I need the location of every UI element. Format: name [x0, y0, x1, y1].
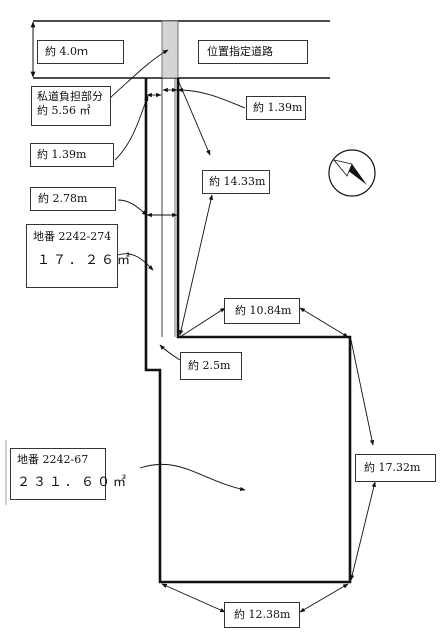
private-road-label: 私道負担部分 約 5.56 ㎡ [31, 86, 111, 126]
private-road-area: 約 5.56 ㎡ [37, 103, 91, 117]
dim-17-32-top [350, 339, 375, 446]
dim-10-84-label: 約 10.84m [224, 298, 300, 324]
parcel-274-lot: 地番 2242-274 [33, 230, 112, 243]
dim-14-33-line-b [178, 194, 214, 336]
dim-12-38-right [299, 583, 349, 613]
north-arrow-icon [328, 149, 376, 197]
dim-14-33-label: 約 14.33m [202, 170, 270, 194]
dim-10-84-right [299, 307, 349, 338]
road-width-label: 約 4.0ｍ [37, 40, 124, 64]
dim-10-84-left [179, 307, 226, 338]
dim-12-38-label: 約 12.38m [224, 602, 300, 628]
dim-1-39-right-label: 約 1.39m [246, 96, 306, 120]
dim-17-32-label: 約 17.32m [355, 454, 436, 482]
private-road-strip [161, 20, 179, 79]
leader-1-39-right [177, 87, 246, 109]
leader-2-5 [159, 344, 181, 361]
parcel-67-lot: 地番 2242-67 [17, 453, 89, 466]
parcel-274-label: 地番 2242-274 １７．２６㎡ [26, 224, 134, 288]
parcel-274-area: １７．２６㎡ [37, 252, 134, 268]
leader-1-39-left [114, 95, 149, 161]
leader-parcel-67 [139, 463, 246, 492]
dim-17-32-bottom [350, 481, 376, 581]
dim-2-5-label: 約 2.5m [180, 352, 242, 380]
flagpole-strip-boundary [144, 78, 352, 584]
parcel-67-label: 地番 2242-67 ２３１．６０㎡ [10, 448, 130, 500]
road-name-label: 位置指定道路 [198, 40, 308, 64]
parcel-67-area: ２３１．６０㎡ [17, 474, 130, 490]
dim-12-38-left [161, 583, 226, 613]
dim-14-33-line [177, 79, 211, 156]
private-road-title: 私道負担部分 [37, 90, 103, 103]
leader-parcel-274 [117, 253, 154, 271]
dim-1-39-left-label: 約 1.39m [30, 143, 114, 167]
leader-2-78 [117, 199, 148, 216]
dim-2-78-label: 約 2.78m [30, 187, 116, 211]
leader-private-road [109, 49, 169, 99]
